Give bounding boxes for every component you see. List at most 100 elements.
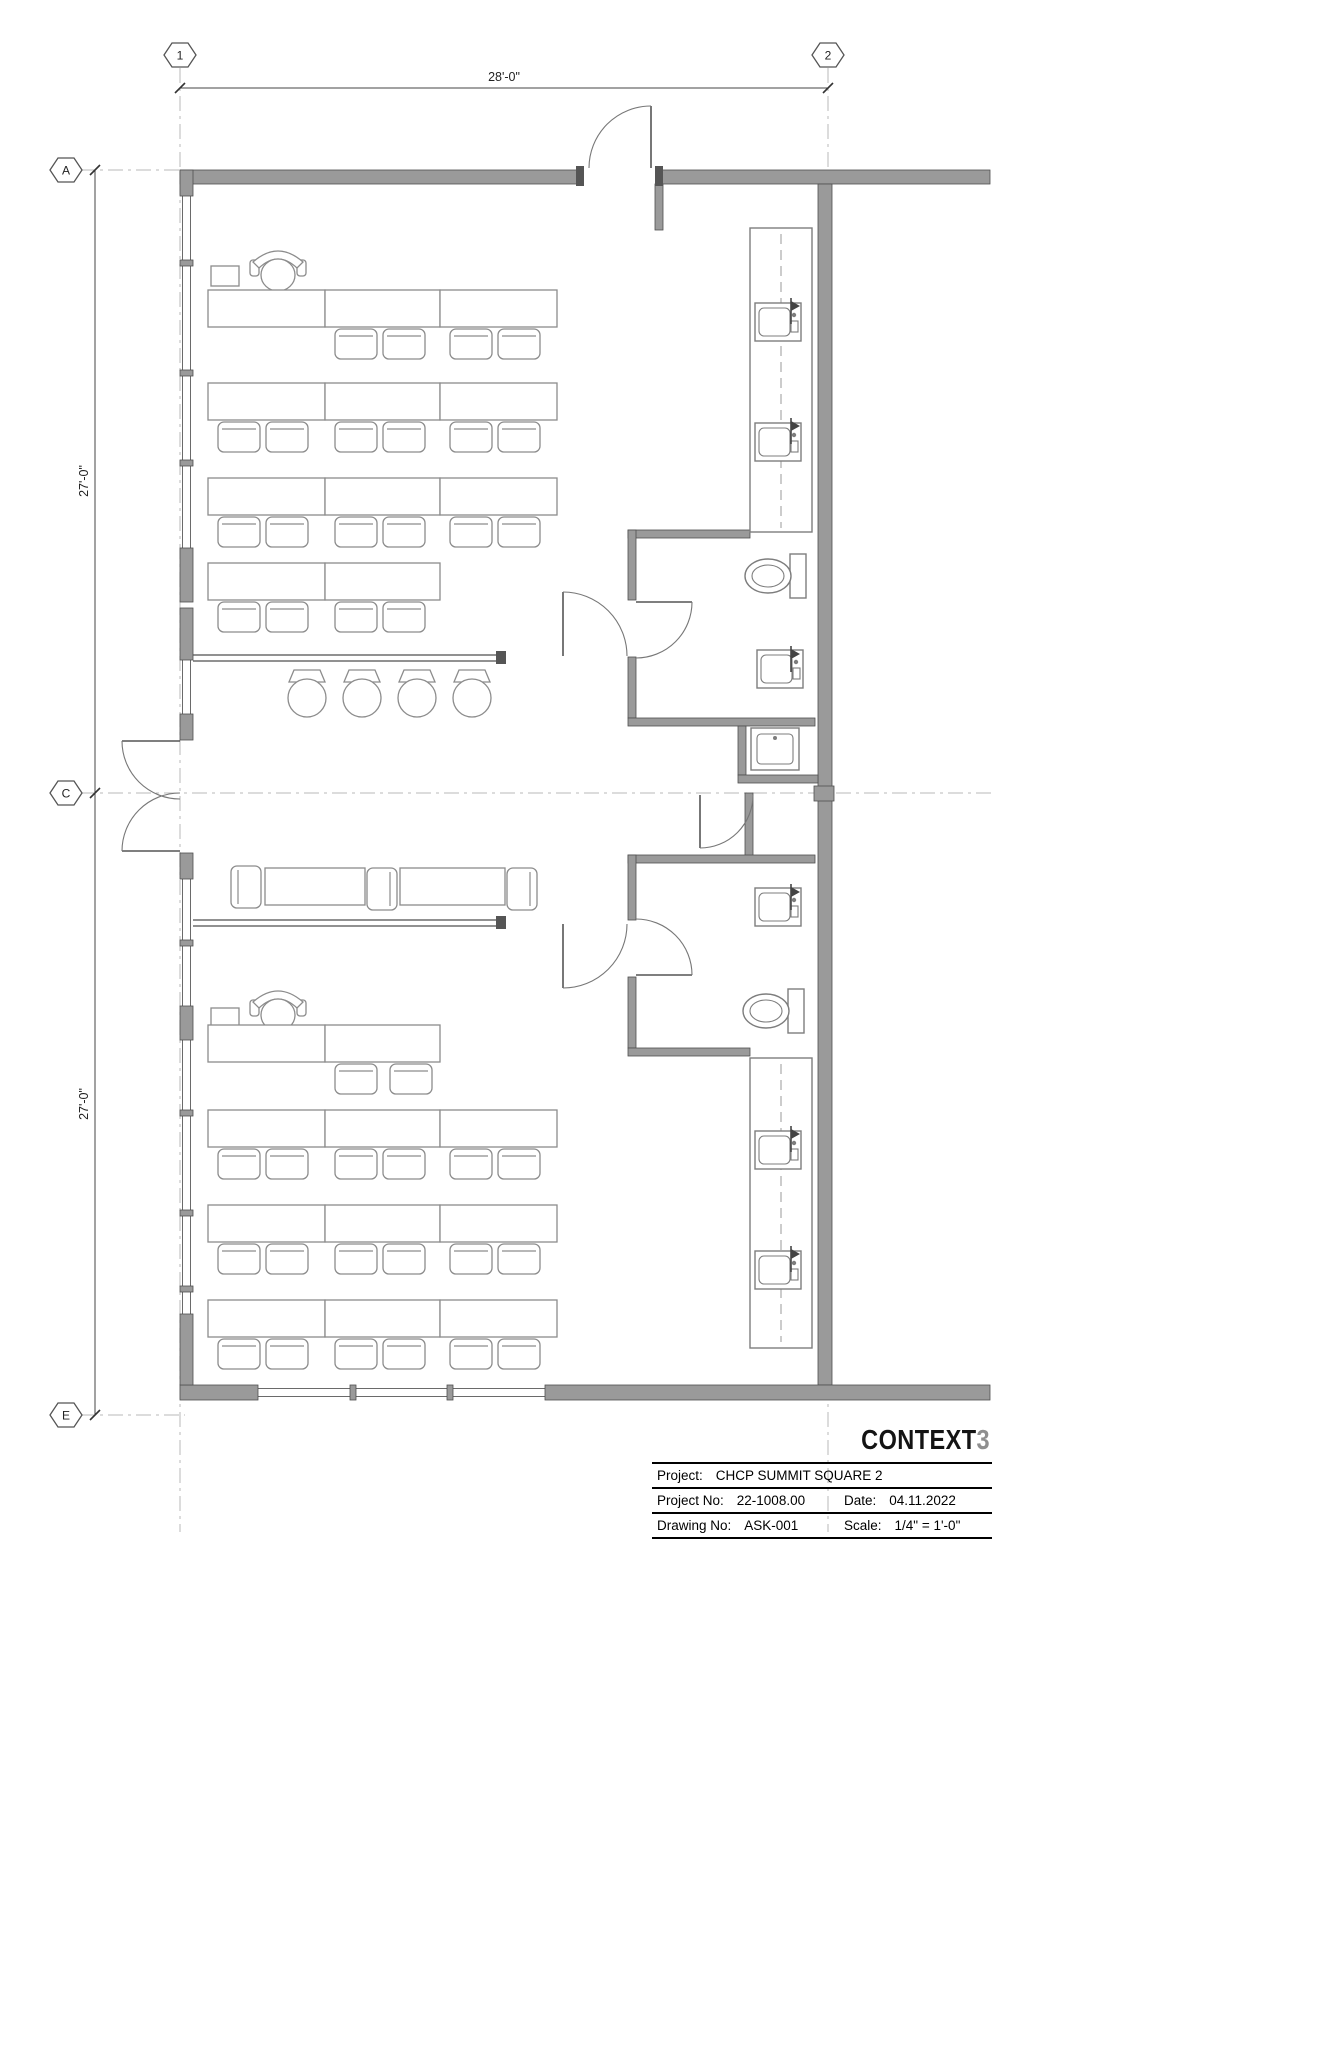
grid-marker-A-label: A xyxy=(62,164,70,178)
desk-tray xyxy=(210,265,240,287)
toilet xyxy=(744,553,807,599)
lower-classroom-door xyxy=(562,923,628,989)
title-block-number-row: Project No: 22-1008.00 Date: 04.11.2022 xyxy=(652,1489,992,1514)
table xyxy=(324,1204,441,1243)
grid-marker-E: E xyxy=(49,1402,83,1428)
chair xyxy=(334,1063,378,1095)
meeting-table xyxy=(264,867,366,906)
date-cell: Date: 04.11.2022 xyxy=(844,1493,992,1508)
date-label: Date: xyxy=(844,1493,877,1508)
chair xyxy=(382,1338,426,1370)
counter-lower xyxy=(749,1057,813,1349)
counters-and-fixtures xyxy=(742,227,813,1349)
chair xyxy=(449,1243,493,1275)
table xyxy=(439,1299,558,1338)
drawing-no-cell: Drawing No: ASK-001 xyxy=(652,1518,844,1533)
chair xyxy=(334,516,378,548)
table xyxy=(207,382,326,421)
chair xyxy=(334,1148,378,1180)
chair xyxy=(382,1243,426,1275)
chair xyxy=(217,601,261,633)
entry-door-top xyxy=(588,105,652,169)
chair xyxy=(389,1063,433,1095)
chair xyxy=(382,601,426,633)
lower-classroom-furniture xyxy=(207,865,558,1370)
chair xyxy=(230,865,262,909)
walls xyxy=(179,166,991,1401)
stool xyxy=(342,669,382,718)
project-no-label: Project No: xyxy=(657,1493,724,1508)
grid-marker-1: 1 xyxy=(163,42,197,68)
chair xyxy=(506,867,538,911)
table xyxy=(324,289,441,328)
project-value: CHCP SUMMIT SQUARE 2 xyxy=(715,1468,883,1483)
chair xyxy=(265,421,309,453)
stool xyxy=(452,669,492,718)
chair xyxy=(497,1338,541,1370)
scale-label: Scale: xyxy=(844,1518,882,1533)
chair xyxy=(217,1338,261,1370)
chair xyxy=(217,1148,261,1180)
chair xyxy=(497,1243,541,1275)
chair xyxy=(334,421,378,453)
table xyxy=(207,562,326,601)
chair xyxy=(382,328,426,360)
chair xyxy=(366,867,398,911)
chair xyxy=(265,516,309,548)
grid-marker-1-label: 1 xyxy=(177,49,184,63)
doors xyxy=(121,105,754,989)
table xyxy=(439,289,558,328)
chair xyxy=(334,601,378,633)
chair xyxy=(497,421,541,453)
grid-marker-E-label: E xyxy=(62,1409,70,1423)
grid-marker-C: C xyxy=(49,780,83,806)
stool xyxy=(287,669,327,718)
chair xyxy=(334,328,378,360)
chair xyxy=(334,1338,378,1370)
project-label: Project: xyxy=(657,1468,703,1483)
scale-value: 1/4" = 1'-0" xyxy=(894,1518,961,1533)
chair xyxy=(265,1338,309,1370)
chair xyxy=(497,516,541,548)
office-chair xyxy=(249,250,307,292)
table xyxy=(324,1109,441,1148)
chair xyxy=(382,1148,426,1180)
project-no-value: 22-1008.00 xyxy=(736,1493,806,1508)
table xyxy=(439,1109,558,1148)
table xyxy=(207,1299,326,1338)
drawing-no-label: Drawing No: xyxy=(657,1518,732,1533)
date-value: 04.11.2022 xyxy=(889,1493,956,1508)
logo-digit: 3 xyxy=(976,1424,990,1455)
chair xyxy=(382,516,426,548)
chair xyxy=(449,1148,493,1180)
chair xyxy=(497,1148,541,1180)
stool xyxy=(397,669,437,718)
logo-text: CONTEXT xyxy=(861,1424,977,1455)
double-door-left xyxy=(121,740,181,852)
project-no-cell: Project No: 22-1008.00 xyxy=(652,1493,844,1508)
grid-marker-2: 2 xyxy=(811,42,845,68)
chair xyxy=(334,1243,378,1275)
table xyxy=(324,477,441,516)
chair xyxy=(382,421,426,453)
scale-cell: Scale: 1/4" = 1'-0" xyxy=(844,1518,992,1533)
meeting-table xyxy=(399,867,506,906)
chair xyxy=(497,328,541,360)
table xyxy=(324,1024,441,1063)
title-block: Project: CHCP SUMMIT SQUARE 2 Project No… xyxy=(652,1462,992,1539)
title-block-project-row: Project: CHCP SUMMIT SQUARE 2 xyxy=(652,1464,992,1489)
grid-marker-C-label: C xyxy=(62,787,71,801)
chair xyxy=(217,516,261,548)
project-cell: Project: CHCP SUMMIT SQUARE 2 xyxy=(652,1468,992,1483)
corridor-door xyxy=(699,794,754,849)
dimension-label-left-upper: 27'-0" xyxy=(77,465,91,497)
chair xyxy=(265,1243,309,1275)
upper-restroom-door xyxy=(635,601,693,659)
upper-classroom-door xyxy=(562,591,628,657)
mop-sink xyxy=(750,727,800,771)
table xyxy=(207,289,326,328)
table xyxy=(439,382,558,421)
lower-restroom-door xyxy=(635,918,693,976)
chair xyxy=(449,421,493,453)
